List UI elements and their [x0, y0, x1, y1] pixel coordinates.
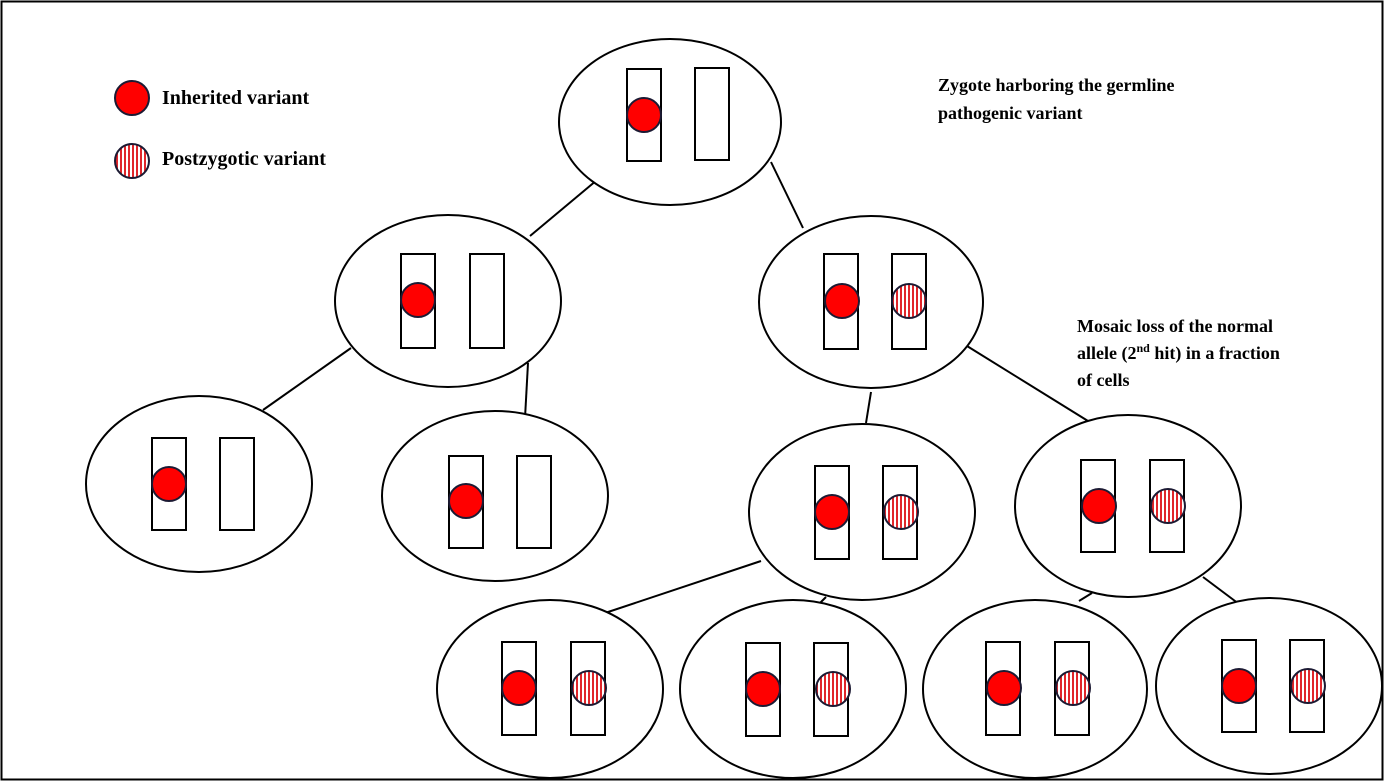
line-gen2-c-to-gen3-a — [595, 560, 762, 617]
cell-gen2-b — [381, 410, 609, 582]
inherited-variant-dot — [151, 466, 187, 502]
cell-membrane — [922, 599, 1148, 779]
cell-zygote — [558, 38, 782, 206]
cell-gen2-c — [748, 423, 976, 601]
zygote-annotation-line2: pathogenic variant — [938, 103, 1083, 123]
cell-gen2-a — [85, 395, 313, 573]
postzygotic-variant-dot — [1290, 668, 1326, 704]
cell-gen3-c — [922, 599, 1148, 779]
cell-membrane — [381, 410, 609, 582]
legend-inherited-label: Inherited variant — [162, 87, 310, 109]
inherited-variant-dot — [1221, 668, 1257, 704]
cell-membrane — [758, 215, 984, 389]
inherited-variant-dot — [814, 494, 850, 530]
postzygotic-variant-dot — [815, 671, 851, 707]
legend-postzygotic-label: Postzygotic variant — [162, 148, 326, 170]
postzygotic-variant-dot — [1055, 670, 1091, 706]
inherited-variant-dot — [1081, 488, 1117, 524]
inherited-variant-dot — [986, 670, 1022, 706]
inherited-variant-dot — [626, 97, 662, 133]
chromosome-right — [694, 67, 730, 161]
zygote-annotation-line1: Zygote harboring the germline — [938, 75, 1174, 95]
chromosome-right — [469, 253, 505, 349]
cell-membrane — [748, 423, 976, 601]
cell-membrane — [334, 214, 562, 388]
cell-membrane — [436, 599, 664, 779]
line-gen2-d-to-gen3-d — [1202, 576, 1240, 605]
mosaic-line2-pre: allele (2 — [1077, 343, 1136, 364]
inherited-variant-dot — [501, 670, 537, 706]
cell-gen3-a — [436, 599, 664, 779]
legend: Inherited variant Postzygotic variant — [114, 80, 326, 179]
line-gen1-right-to-gen2-c — [865, 391, 872, 424]
postzygotic-variant-dot — [891, 283, 927, 319]
cell-membrane — [85, 395, 313, 573]
cell-membrane — [558, 38, 782, 206]
cell-membrane — [679, 599, 907, 779]
cell-gen3-b — [679, 599, 907, 779]
cell-gen1-left — [334, 214, 562, 388]
line-gen1-left-to-gen2-b — [524, 362, 529, 419]
legend-postzygotic-swatch — [114, 143, 150, 179]
line-gen1-left-to-gen2-a — [262, 347, 352, 411]
cell-gen2-d — [1014, 414, 1242, 598]
chromosome-right — [219, 437, 255, 531]
mosaic-line2-post: hit) in a fraction — [1150, 343, 1280, 364]
inherited-variant-dot — [824, 283, 860, 319]
cell-gen3-d — [1155, 597, 1383, 775]
mosaic-annotation-line3: of cells — [1077, 370, 1129, 390]
inherited-variant-dot — [745, 671, 781, 707]
line-gen1-right-to-gen2-d — [966, 345, 1089, 422]
legend-inherited-swatch — [114, 80, 150, 116]
line-gen2-d-to-gen3-c — [1078, 592, 1093, 602]
postzygotic-variant-dot — [1150, 488, 1186, 524]
line-zygote-to-gen1-right — [770, 161, 804, 229]
cell-membrane — [1014, 414, 1242, 598]
cell-gen1-right — [758, 215, 984, 389]
zygote-annotation: Zygote harboring the germline pathogenic… — [938, 75, 1174, 123]
inherited-variant-dot — [448, 483, 484, 519]
cells-group — [85, 38, 1383, 779]
cell-membrane — [1155, 597, 1383, 775]
inherited-variant-dot — [400, 282, 436, 318]
line-zygote-to-gen1-left — [529, 179, 598, 237]
chromosome-right — [516, 455, 552, 549]
postzygotic-variant-dot — [571, 670, 607, 706]
lineage-lines — [262, 161, 1240, 617]
postzygotic-variant-dot — [883, 494, 919, 530]
mosaic-line2-superscript: nd — [1136, 341, 1150, 355]
mosaic-annotation-line1: Mosaic loss of the normal — [1077, 316, 1273, 336]
mosaic-annotation: Mosaic loss of the normal allele (2nd hi… — [1077, 316, 1280, 390]
mosaic-annotation-line2: allele (2nd hit) in a fraction — [1077, 341, 1280, 364]
